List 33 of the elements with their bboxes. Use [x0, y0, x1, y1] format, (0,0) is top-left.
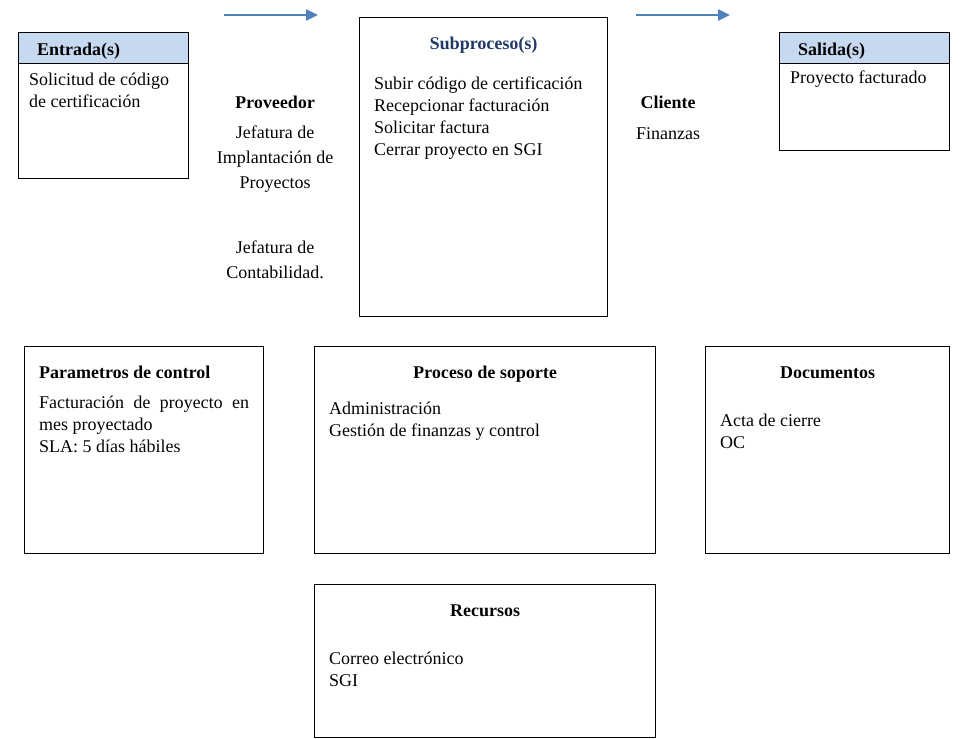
body-text: SGI	[329, 669, 360, 691]
body-text: SLA: 5 días hábiles	[39, 435, 182, 457]
step-text: Recepcionar facturación	[374, 94, 550, 116]
role-text: Finanzas	[635, 122, 701, 145]
box-heading: Parametros de control	[38, 361, 212, 383]
box-heading: Proceso de soporte	[412, 361, 558, 384]
box-heading: Documentos	[779, 361, 876, 384]
process-box	[18, 32, 189, 179]
process-box	[779, 32, 950, 151]
body-text: Facturación de proyecto en mes proyectado	[39, 391, 249, 435]
process-box	[705, 346, 950, 554]
body-text: OC	[720, 431, 746, 453]
process-box	[24, 346, 264, 554]
body-text: Gestión de finanzas y control	[329, 419, 541, 441]
step-text: Cerrar proyecto en SGI	[374, 138, 544, 160]
body-text: Proyecto facturado	[790, 66, 928, 88]
role-text: Jefatura de Implantación de Proyectos	[216, 121, 334, 194]
role-text: Jefatura de Contabilidad.	[225, 236, 325, 284]
column-heading: Cliente	[640, 91, 696, 114]
process-box	[359, 17, 608, 317]
box-heading: Subproceso(s)	[428, 32, 538, 55]
body-text: Solicitud de código de certificación	[29, 68, 170, 112]
column-heading: Proveedor	[234, 91, 316, 114]
step-text: Solicitar factura	[374, 116, 490, 138]
process-box	[314, 584, 656, 738]
step-text: Subir código de certificación	[374, 72, 584, 94]
box-heading: Recursos	[449, 599, 521, 622]
body-text: Administración	[329, 397, 442, 419]
body-text: Acta de cierre	[720, 409, 822, 431]
header-band: Entrada(s)	[19, 33, 188, 64]
header-band: Salida(s)	[780, 33, 949, 64]
body-text: Correo electrónico	[329, 647, 464, 669]
process-box	[314, 346, 656, 554]
